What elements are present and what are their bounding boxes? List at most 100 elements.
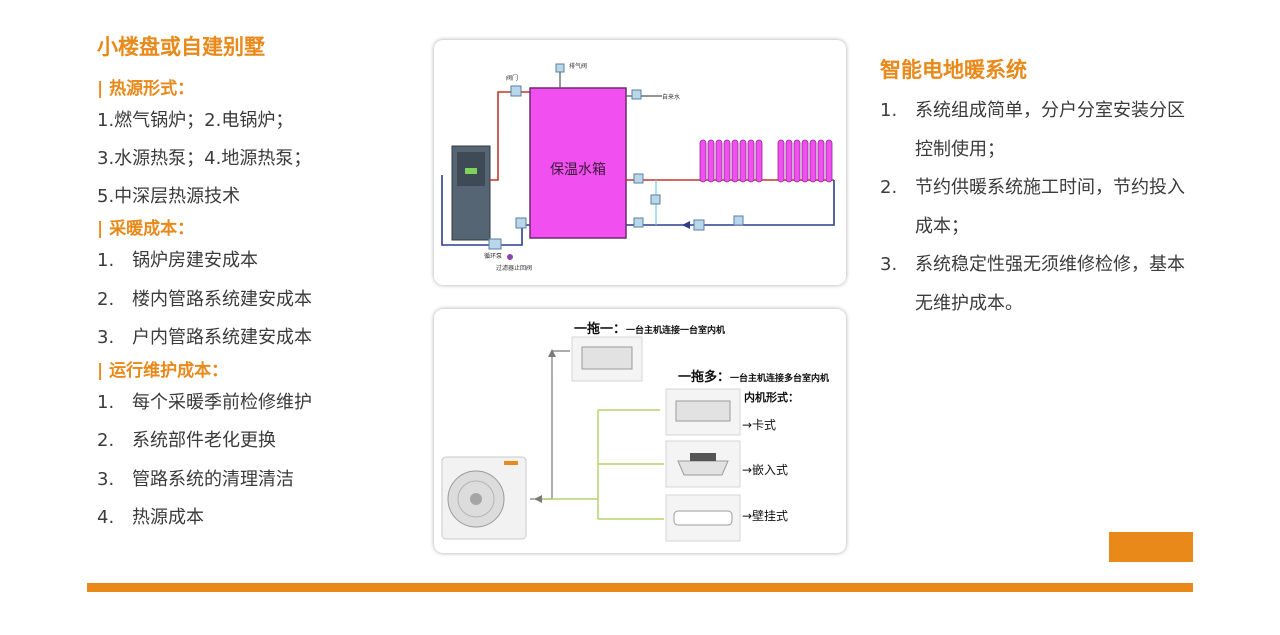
return-pump-icon — [693, 219, 705, 231]
wall-unit-icon — [673, 510, 733, 526]
return-valve-2-icon — [733, 215, 744, 226]
right-title: 智能电地暖系统 — [880, 58, 1027, 82]
heating-system-diagram: 保温水箱 排气阀 自来水 阀门 循环泵 过滤器 止回阀 — [434, 40, 846, 285]
one-to-one-line — [530, 350, 570, 500]
orange-accent-block — [1109, 532, 1193, 562]
item-text: 系统部件老化更换 — [132, 430, 276, 451]
air-conditioner-diagram-svg: 一拖一： 一台主机连接一台室内机 一拖多： 一台主机连接多台室内机 内机形式： … — [441, 321, 829, 542]
one-to-one-desc: 一台主机连接一台室内机 — [626, 324, 725, 336]
valve-icon — [510, 85, 522, 97]
heat-source-line-3: 5.中深层热源技术 — [97, 186, 241, 207]
arrow-left-icon — [534, 495, 542, 503]
bypass-valve-icon — [650, 194, 661, 205]
embedded-grill-icon — [690, 453, 716, 461]
bottom-accent-bar — [87, 583, 1193, 592]
item-text: 楼内管路系统建安成本 — [132, 288, 312, 310]
list-item: 3. 管路系统的清理清洁 — [97, 461, 417, 500]
item-text: 节约供暖系统施工时间，节约投入成本； — [915, 177, 1185, 237]
pump-label: 循环泵 — [484, 252, 502, 260]
item-text: 热源成本 — [132, 507, 204, 528]
fan-hub-icon — [470, 493, 482, 505]
electric-floor-heating-list: 1. 系统组成简单，分户分室安装分区控制使用； 2. 节约供暖系统施工时间，节约投入… — [880, 92, 1185, 323]
item-number: 2. — [97, 288, 115, 310]
item-text: 锅炉房建安成本 — [132, 250, 258, 271]
item-number: 3. — [97, 327, 115, 348]
item-text: 户内管路系统建安成本 — [132, 327, 312, 348]
type-2-label: →嵌入式 — [742, 463, 788, 477]
radiator-fin — [809, 139, 817, 183]
heating-cost-list: 1. 锅炉房建安成本 2. 楼内管路系统建安成本 3. 户内管路系统建安成本 — [97, 242, 417, 358]
list-item: 3. 系统稳定性强无须维修检修，基本无维护成本。 — [880, 246, 1185, 323]
radiator-fin — [793, 139, 801, 183]
item-number: 3. — [97, 468, 115, 490]
embedded-unit-icon — [677, 460, 729, 476]
return-valve-icon — [633, 217, 644, 228]
one-to-many-desc: 一台主机连接多台室内机 — [730, 372, 829, 384]
indoor-types-label: 内机形式： — [744, 390, 799, 404]
check-valve-icon — [507, 254, 513, 260]
radiator-fin — [801, 139, 809, 183]
radiator-group-1 — [699, 139, 763, 183]
list-item: 2. 系统部件老化更换 — [97, 422, 417, 461]
item-number: 1. — [880, 100, 898, 121]
brand-logo-icon — [504, 461, 518, 465]
item-number: 2. — [880, 177, 898, 198]
item-text: 管路系统的清理清洁 — [132, 468, 294, 490]
filter-label: 过滤器 — [496, 264, 514, 272]
item-number: 3. — [880, 254, 898, 275]
radiator-fin — [723, 139, 731, 183]
exhaust-label: 排气阀 — [569, 62, 587, 70]
item-number: 4. — [97, 507, 115, 528]
radiator-fin — [707, 139, 715, 183]
radiator-fin — [777, 139, 785, 183]
radiator-fin — [825, 139, 833, 183]
filter-icon — [515, 217, 527, 229]
air-conditioner-diagram: 一拖一： 一台主机连接一台室内机 一拖多： 一台主机连接多台室内机 内机形式： … — [434, 309, 846, 553]
list-item: 1. 每个采暖季前检修维护 — [97, 384, 417, 423]
radiator-fin — [715, 139, 723, 183]
one-to-many-label: 一拖多： — [678, 369, 730, 385]
cassette-unit-icon — [675, 400, 731, 422]
heat-source-line-2: 3.水源热泵；4.地源热泵； — [97, 148, 312, 169]
section-heat-source-heading: | 热源形式： — [97, 79, 195, 99]
pump-icon — [488, 238, 502, 250]
heating-system-diagram-svg: 保温水箱 排气阀 自来水 阀门 循环泵 过滤器 止回阀 — [441, 62, 835, 272]
list-item: 4. 热源成本 — [97, 499, 417, 538]
item-text: 每个采暖季前检修维护 — [132, 391, 312, 413]
radiator-group-2 — [777, 139, 833, 183]
arrow-up-icon — [548, 349, 556, 357]
fan-grill-icon — [457, 480, 495, 518]
list-item: 3. 户内管路系统建安成本 — [97, 319, 417, 358]
list-item: 2. 节约供暖系统施工时间，节约投入成本； — [880, 169, 1185, 246]
section-maintenance-cost-heading: | 运行维护成本： — [97, 360, 229, 381]
left-column: 小楼盘或自建别墅 | 热源形式： 1.燃气锅炉；2.电锅炉； 3.水源热泵；4.… — [97, 32, 417, 538]
boiler-display-icon — [465, 168, 477, 174]
check-label: 止回阀 — [514, 264, 532, 272]
list-item: 2. 楼内管路系统建安成本 — [97, 281, 417, 320]
maintenance-cost-list: 1. 每个采暖季前检修维护 2. 系统部件老化更换 3. 管路系统的清理清洁 4. 热源… — [97, 384, 417, 538]
section-heating-cost-heading: | 采暖成本： — [97, 219, 195, 239]
radiator-fin — [699, 139, 707, 183]
radiator-fin — [739, 139, 747, 183]
supply-valve-icon — [631, 89, 642, 100]
radiator-fin — [817, 139, 825, 183]
item-text: 系统组成简单，分户分室安装分区控制使用； — [915, 100, 1185, 160]
one-to-one-label: 一拖一： — [574, 321, 626, 337]
radiator-fin — [755, 139, 763, 183]
item-number: 2. — [97, 430, 115, 451]
item-text: 系统稳定性强无须维修检修，基本无维护成本。 — [915, 254, 1185, 314]
item-number: 1. — [97, 250, 115, 271]
insulated-tank — [529, 87, 627, 239]
heat-source-line-1: 1.燃气锅炉；2.电锅炉； — [97, 110, 294, 131]
radiator-valve-icon — [633, 173, 644, 184]
hot-pipe — [490, 91, 530, 181]
tank-label: 保温水箱 — [550, 162, 606, 178]
list-item: 1. 锅炉房建安成本 — [97, 242, 417, 281]
type-1-label: →卡式 — [742, 418, 776, 432]
list-item: 1. 系统组成简单，分户分室安装分区控制使用； — [880, 92, 1185, 169]
valve-label: 阀门 — [506, 74, 518, 82]
ducted-unit-icon — [581, 346, 633, 370]
item-number: 1. — [97, 391, 115, 413]
exhaust-valve-icon — [555, 63, 565, 73]
supply-label: 自来水 — [662, 93, 680, 101]
